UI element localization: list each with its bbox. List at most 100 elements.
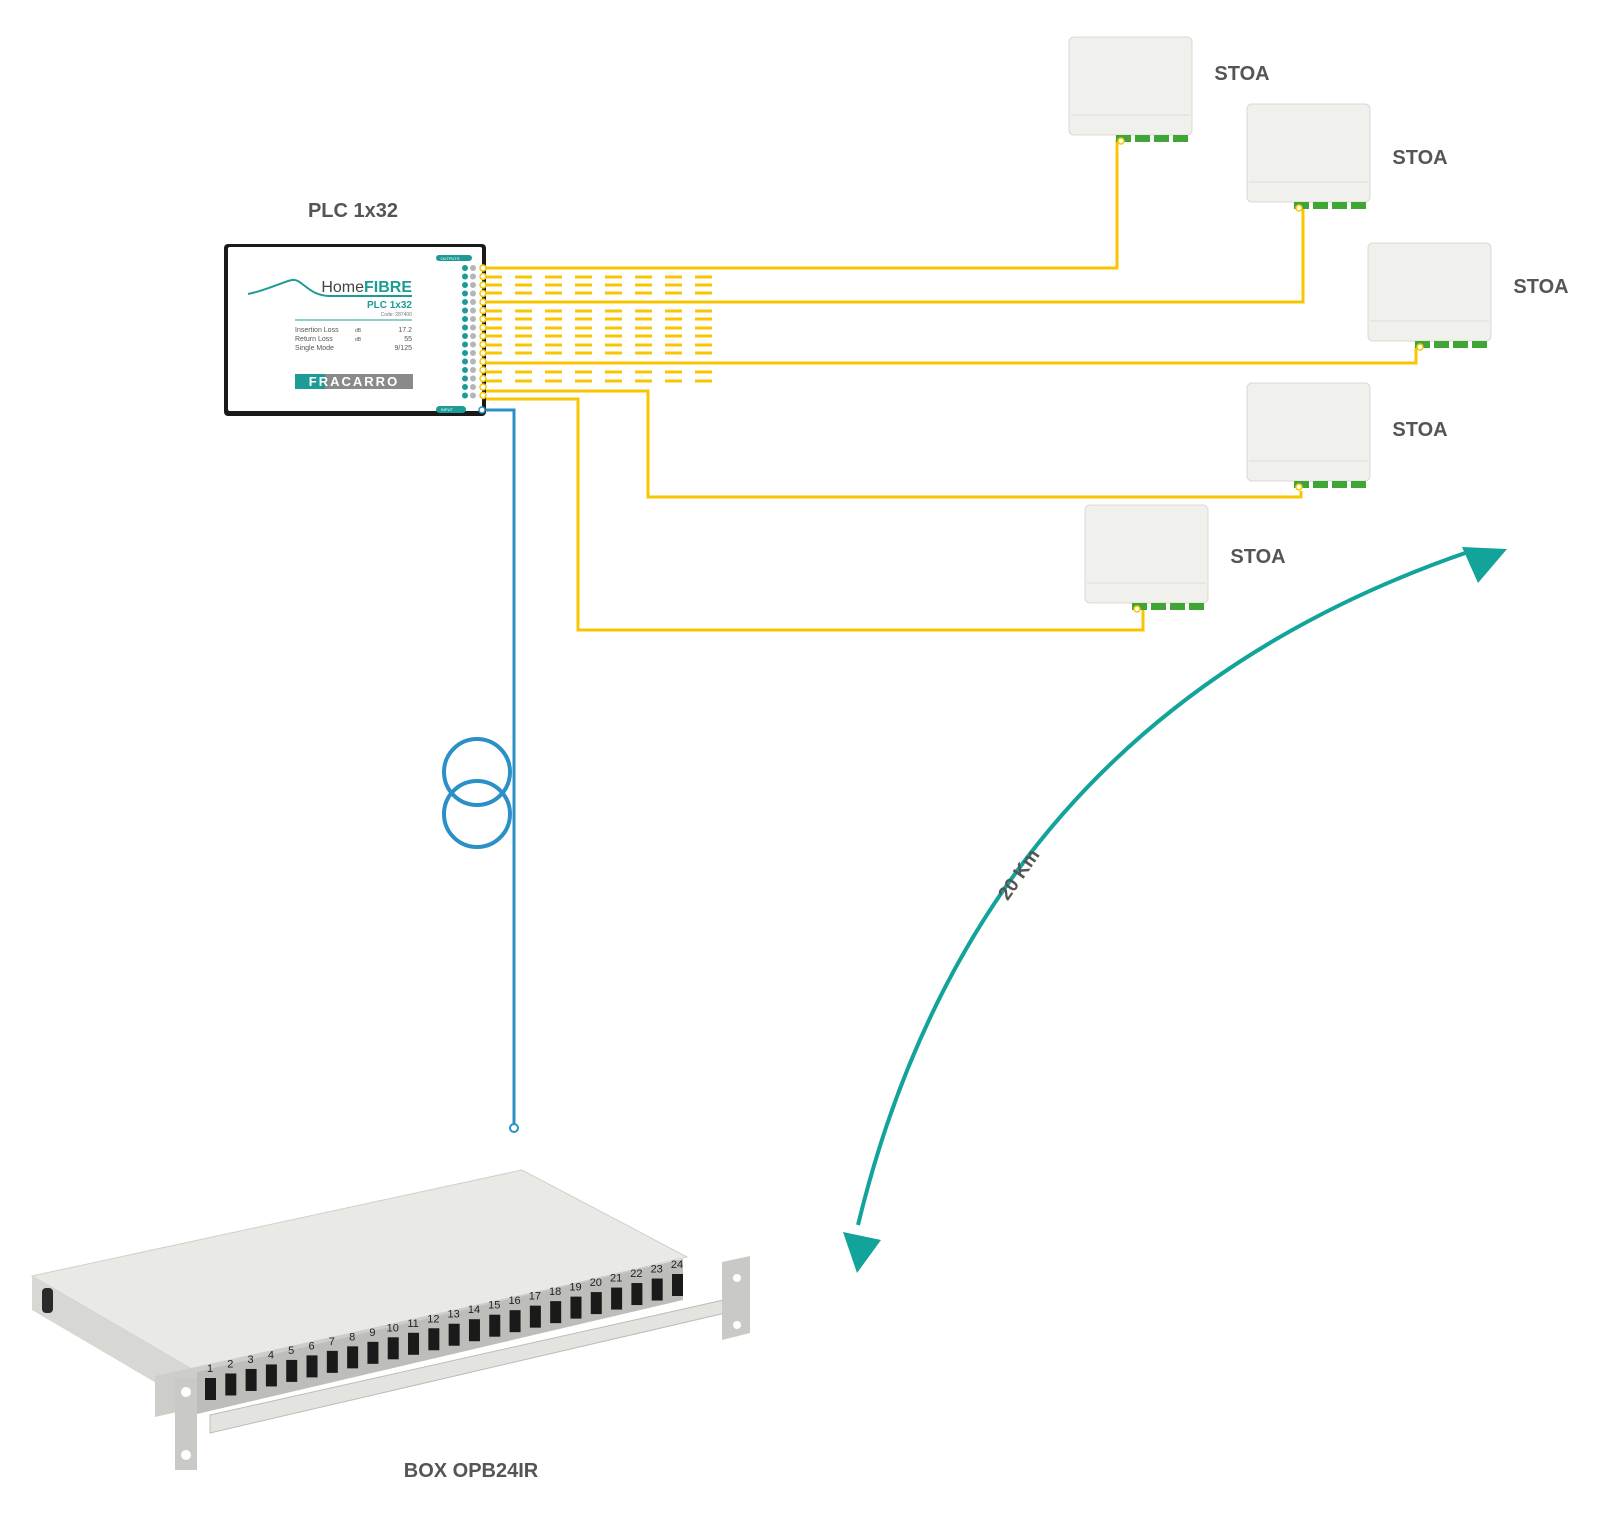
- stoa-box: STOA: [1068, 36, 1270, 145]
- port-number: 23: [651, 1264, 663, 1276]
- port-number: 13: [448, 1309, 460, 1321]
- stoa-label: STOA: [1392, 147, 1447, 169]
- output-port: [462, 349, 487, 357]
- brand-swoosh-icon: [247, 278, 412, 297]
- spec-name: Insertion Loss: [295, 327, 339, 334]
- patch-port: 5: [286, 1345, 298, 1382]
- patch-port: 3: [245, 1354, 257, 1391]
- input-label: INPUT: [441, 407, 454, 412]
- port-number: 10: [387, 1322, 399, 1334]
- output-port: [462, 357, 487, 366]
- port-number: 17: [529, 1291, 541, 1303]
- stoa-label: STOA: [1230, 546, 1285, 568]
- output-port: [462, 366, 487, 374]
- rack-ear-left: [175, 1378, 197, 1470]
- port-number: 18: [549, 1286, 561, 1298]
- outputs-label: OUTPUTS: [440, 256, 459, 261]
- termination-boxes: STOA STOA STOA STOA STOA: [1068, 36, 1569, 613]
- output-port: [462, 272, 487, 281]
- unused-outputs: [485, 275, 716, 383]
- patch-port: 13: [448, 1309, 460, 1346]
- sc-apc-connector: [1151, 603, 1166, 610]
- sc-apc-connector: [1135, 135, 1150, 142]
- patch-port: 6: [306, 1340, 318, 1378]
- output-port: [462, 323, 487, 332]
- port-number: 16: [508, 1295, 520, 1307]
- stoa-box: STOA: [1246, 103, 1448, 212]
- port-number: 3: [248, 1354, 254, 1366]
- patch-port: 8: [347, 1331, 359, 1369]
- patch-port: 19: [569, 1282, 582, 1319]
- port-number: 19: [569, 1282, 581, 1294]
- spec-value: 17.2: [398, 327, 412, 334]
- patch-port: 17: [529, 1291, 541, 1328]
- drop-fibers: [482, 140, 1418, 632]
- sc-apc-connector: [1170, 603, 1185, 610]
- drop-fiber-stoa-5: [482, 397, 1145, 632]
- patch-port: 16: [508, 1295, 521, 1333]
- patch-port: 14: [468, 1304, 480, 1342]
- output-port: [462, 315, 487, 323]
- port-number: 7: [329, 1336, 335, 1348]
- patch-port: 11: [407, 1318, 420, 1355]
- port-number: 6: [308, 1340, 314, 1352]
- arrowhead-up-icon: [1462, 547, 1507, 583]
- sc-apc-connector: [1173, 135, 1188, 142]
- port-number: 5: [288, 1345, 294, 1357]
- port-number: 11: [407, 1318, 418, 1330]
- output-port: [462, 306, 487, 315]
- patch-port: 4: [265, 1349, 277, 1387]
- port-number: 22: [630, 1268, 642, 1280]
- sc-apc-connector: [1332, 481, 1347, 488]
- splitter-label: PLC 1x32: [308, 200, 398, 222]
- stoa-box: STOA: [1246, 382, 1448, 491]
- sc-apc-connector: [1332, 202, 1347, 209]
- patch-port: 12: [427, 1313, 439, 1351]
- drop-fiber-stoa-1: [482, 140, 1119, 270]
- stoa-box: STOA: [1084, 504, 1286, 613]
- spec-value: 9/125: [394, 345, 412, 352]
- output-port: [462, 391, 487, 400]
- arrowhead-down-icon: [843, 1232, 881, 1273]
- output-port: [462, 332, 487, 340]
- patch-port: 9: [367, 1327, 379, 1364]
- stoa-box: STOA: [1367, 242, 1569, 351]
- output-port: [462, 374, 487, 383]
- splitter-model: PLC 1x32: [367, 300, 412, 311]
- spec-name: Single Mode: [295, 345, 334, 352]
- patch-panel-label: BOX OPB24IR: [404, 1460, 539, 1482]
- drop-fiber-stoa-4: [482, 389, 1303, 499]
- patch-port: 23: [651, 1264, 663, 1301]
- patch-port: 21: [610, 1273, 622, 1310]
- drop-fiber-stoa-3: [482, 347, 1418, 365]
- sc-apc-connector: [1453, 341, 1468, 348]
- output-port: [462, 289, 487, 298]
- sc-apc-connector: [1154, 135, 1169, 142]
- rack-ear-right: [722, 1256, 750, 1340]
- feeder-fiber: [482, 408, 519, 1133]
- sc-apc-connector: [1434, 341, 1449, 348]
- fiber-coil-icon: [442, 737, 512, 849]
- stoa-label: STOA: [1214, 63, 1269, 85]
- port-number: 20: [590, 1277, 602, 1289]
- splitter-specs: Insertion Loss dB 17.2 Return Loss dB 55…: [295, 327, 412, 352]
- port-number: 24: [671, 1259, 683, 1271]
- splitter-code: Code: 287400: [381, 312, 413, 318]
- port-number: 12: [427, 1313, 439, 1325]
- spec-name: Return Loss: [295, 336, 333, 343]
- port-number: 4: [268, 1349, 274, 1361]
- patch-port: 7: [326, 1336, 338, 1373]
- sc-apc-connector: [1313, 481, 1328, 488]
- port-number: 8: [349, 1331, 355, 1343]
- output-ports: [462, 264, 487, 400]
- patch-port: 2: [225, 1358, 237, 1396]
- sc-apc-connector: [1189, 603, 1204, 610]
- drop-fiber-stoa-2: [482, 207, 1305, 304]
- patch-port: 22: [630, 1268, 643, 1306]
- port-number: 15: [488, 1300, 500, 1312]
- spec-value: 55: [404, 336, 412, 343]
- patch-port: 24: [671, 1259, 683, 1296]
- svg-text:FRACARRO: FRACARRO: [309, 374, 399, 389]
